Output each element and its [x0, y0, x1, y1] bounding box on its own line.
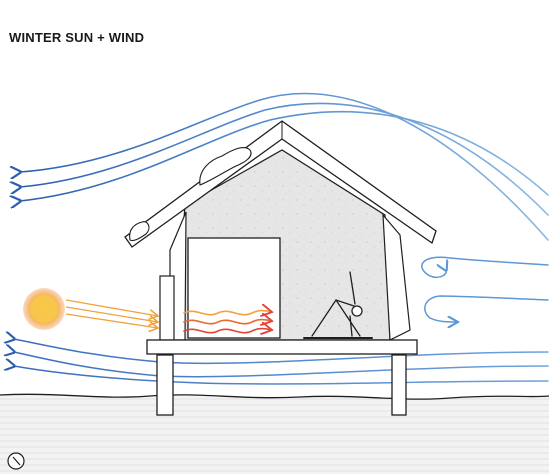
house [124, 120, 437, 355]
diagram-title: WINTER SUN + WIND [9, 30, 145, 45]
person-icon [303, 271, 373, 339]
glazing-panel [159, 275, 175, 341]
compass-icon [7, 452, 25, 470]
snow-icon [129, 147, 252, 242]
wind-arrow-icon [424, 295, 549, 322]
lower-wind-streams [14, 339, 549, 385]
floor-deck [146, 339, 418, 355]
heat-wave-icon [183, 311, 272, 333]
wind-arrow-icon [20, 110, 549, 201]
ground [0, 393, 549, 474]
wind-arrow-icon [20, 92, 549, 241]
sun-rays [65, 299, 158, 328]
house-stilts [156, 354, 407, 416]
wind-arrow-icon [14, 366, 549, 385]
wind-arrow-icon [14, 352, 549, 378]
wind-arrow-icon [20, 102, 549, 216]
side-wind-swirls [421, 256, 549, 322]
wind-arrow-icon [421, 256, 549, 279]
upper-wind-streams [20, 92, 549, 241]
wind-arrow-icon [14, 339, 549, 365]
sun-icon [23, 288, 65, 330]
house-right-wall [382, 213, 411, 341]
